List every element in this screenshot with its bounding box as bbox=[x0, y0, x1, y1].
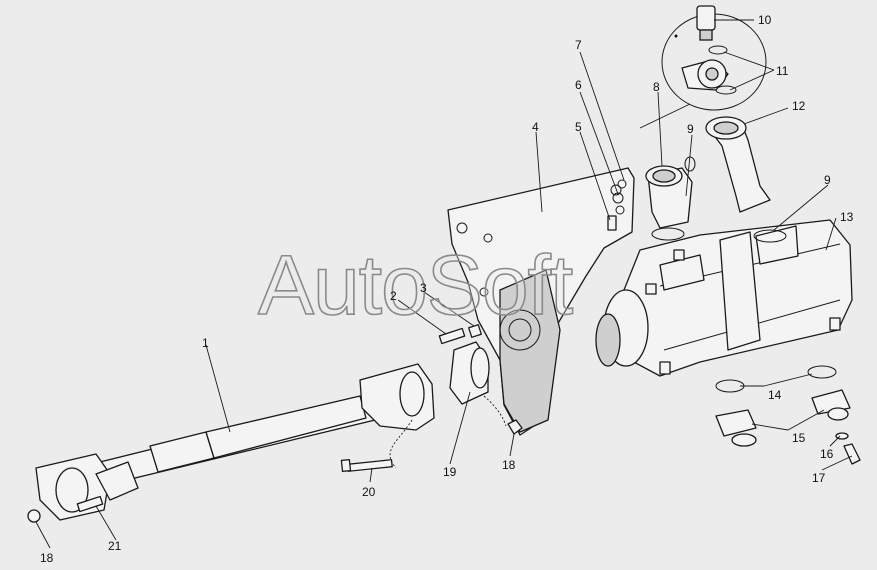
part-pump-assembly bbox=[595, 219, 853, 377]
callout-16: 16 bbox=[820, 447, 834, 461]
callout-10: 10 bbox=[758, 13, 772, 27]
callout-3: 3 bbox=[420, 281, 427, 295]
callout-6: 6 bbox=[575, 78, 582, 92]
callout-19: 19 bbox=[443, 465, 457, 479]
autosoft-watermark: AutoSoft bbox=[258, 238, 573, 332]
part-suction-elbow bbox=[645, 156, 696, 241]
callout-13: 13 bbox=[840, 210, 854, 224]
part-cardan-shaft bbox=[27, 363, 507, 523]
callout-20: 20 bbox=[362, 485, 376, 499]
part-long-bolt bbox=[340, 458, 393, 473]
part-flanges-fittings bbox=[715, 365, 861, 465]
callout-21: 21 bbox=[108, 539, 122, 553]
callout-18b: 18 bbox=[502, 458, 516, 472]
callout-17: 17 bbox=[812, 471, 826, 485]
callout-11: 11 bbox=[776, 64, 789, 78]
callout-18a: 18 bbox=[40, 551, 54, 565]
part-pressure-pipe bbox=[705, 116, 787, 243]
callout-7: 7 bbox=[575, 38, 582, 52]
callout-9b: 9 bbox=[824, 173, 831, 187]
part-coupling-block bbox=[449, 341, 490, 405]
callout-9a: 9 bbox=[687, 122, 694, 136]
callout-5: 5 bbox=[575, 120, 582, 134]
callout-15: 15 bbox=[792, 431, 806, 445]
callout-4: 4 bbox=[532, 120, 539, 134]
callout-1: 1 bbox=[202, 336, 209, 350]
callout-2: 2 bbox=[390, 289, 397, 303]
part-stud-and-nut bbox=[438, 324, 482, 345]
callout-labels: 1 2 3 4 5 6 7 8 9 9 10 11 12 13 14 15 16… bbox=[40, 13, 854, 565]
part-banjo-fitting-detail bbox=[639, 5, 767, 129]
callout-12: 12 bbox=[792, 99, 806, 113]
callout-14: 14 bbox=[768, 388, 782, 402]
part-mounting-bracket bbox=[447, 167, 635, 436]
leader-lines bbox=[35, 19, 853, 549]
callout-8: 8 bbox=[653, 80, 660, 94]
part-nut-bracket bbox=[507, 419, 523, 435]
